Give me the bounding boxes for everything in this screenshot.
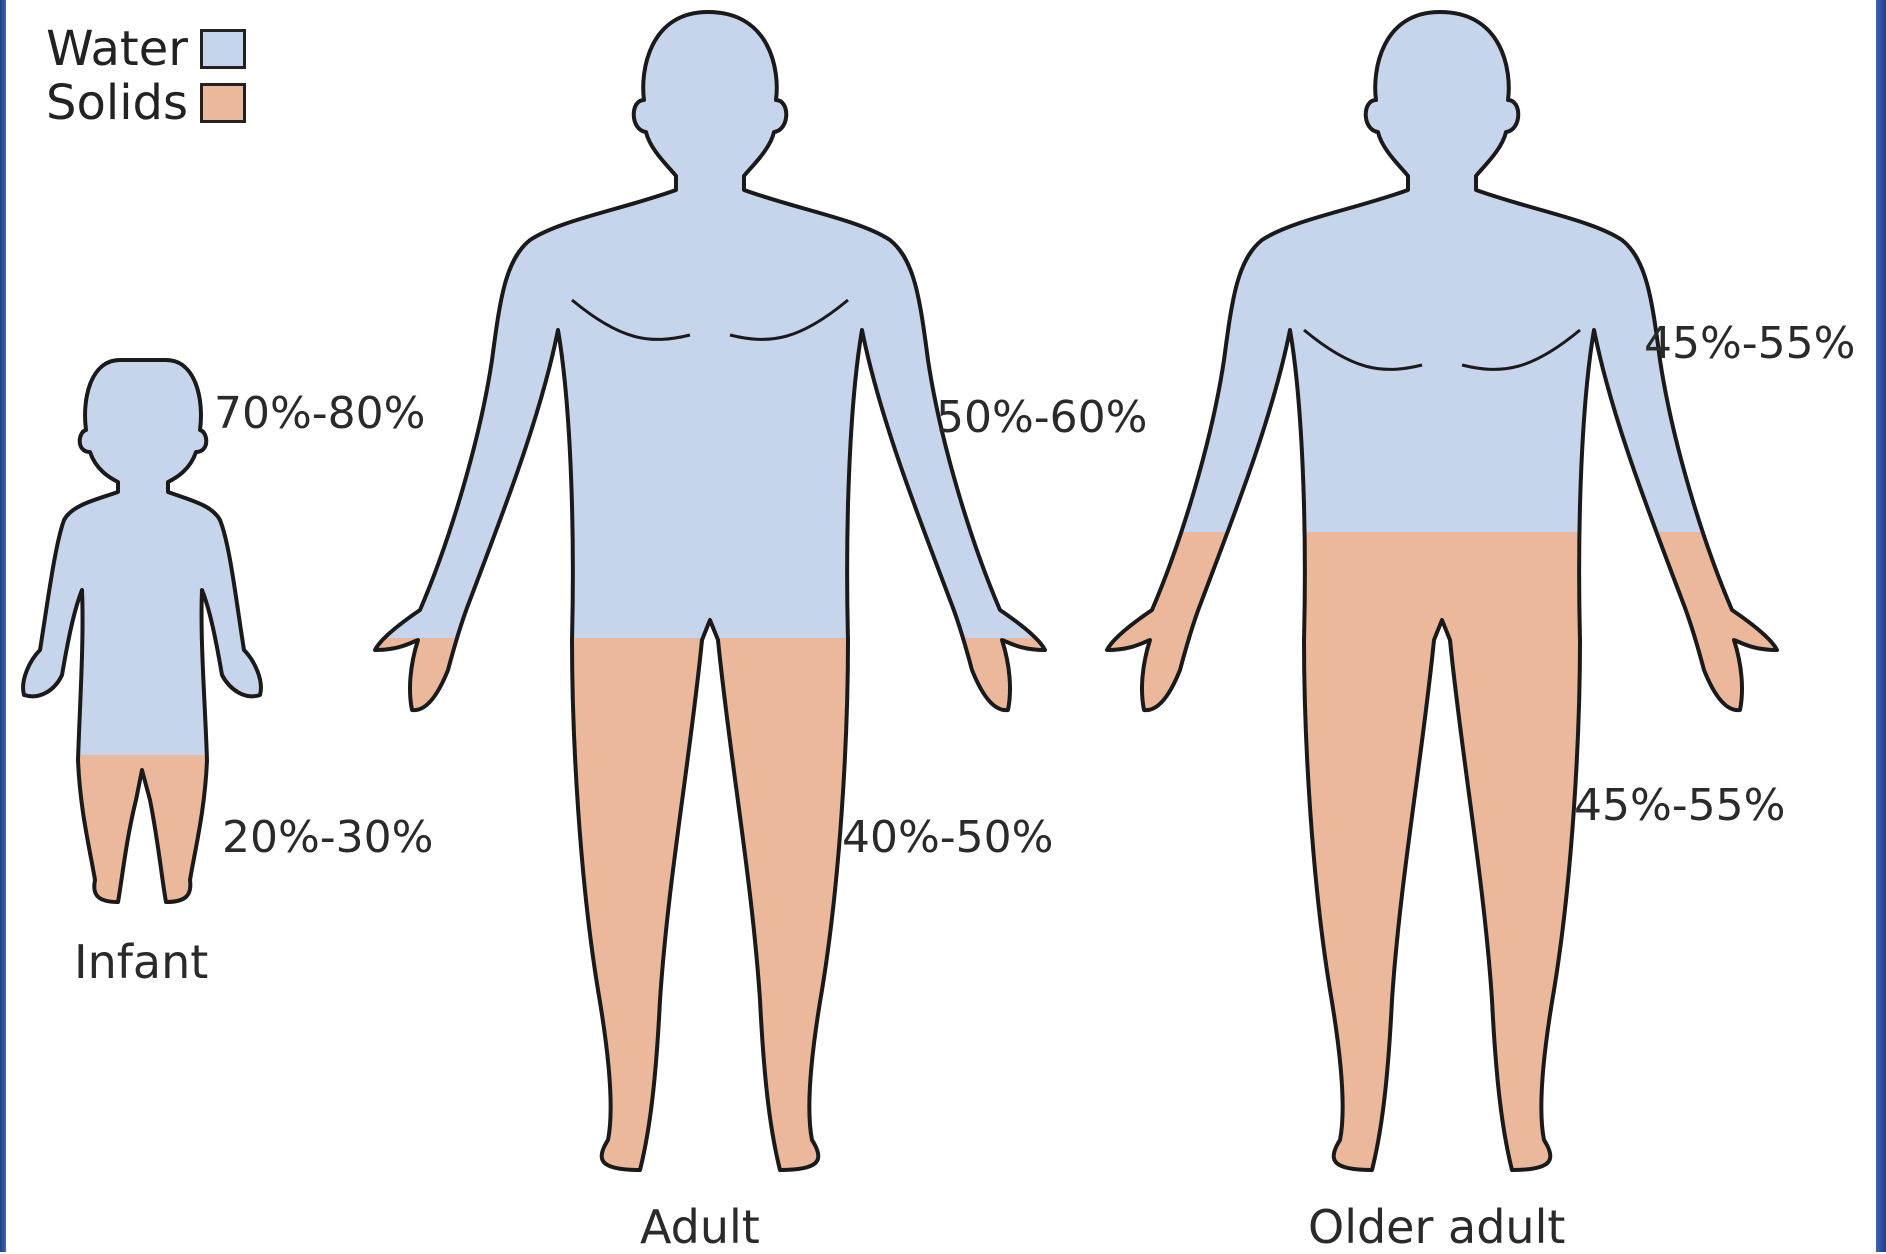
older-adult-solids-percentage: 45%-55%	[1574, 780, 1785, 831]
infant-water-percentage: 70%-80%	[214, 388, 425, 439]
infant-label: Infant	[74, 935, 208, 989]
older-adult-water-region	[1080, 0, 1800, 532]
adult-figure	[350, 0, 1070, 1198]
older-adult-label: Older adult	[1308, 1200, 1565, 1254]
older-adult-water-percentage: 45%-55%	[1644, 318, 1855, 369]
adult-water-region	[350, 0, 1070, 638]
older-adult-figure	[1080, 0, 1800, 1192]
adult-solids-region	[350, 638, 1070, 1198]
adult-water-percentage: 50%-60%	[936, 392, 1147, 443]
adult-label: Adult	[640, 1200, 760, 1254]
infant-solids-percentage: 20%-30%	[222, 812, 433, 863]
adult-solids-percentage: 40%-50%	[842, 812, 1053, 863]
